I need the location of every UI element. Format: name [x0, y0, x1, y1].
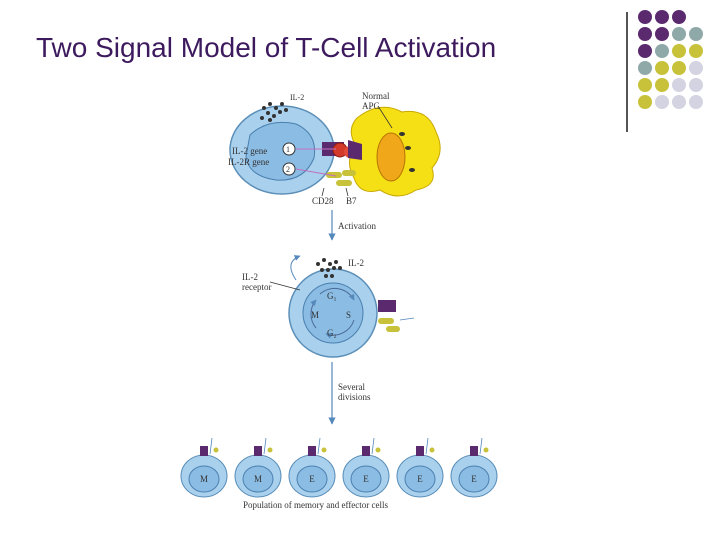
- decor-dot: [689, 95, 703, 109]
- label-phase-s: S: [346, 310, 351, 320]
- daughter-cell: E: [396, 437, 444, 498]
- label-il2-top: IL-2: [290, 93, 304, 102]
- decor-dot: [655, 61, 669, 75]
- signal-circles: [282, 142, 296, 176]
- label-phase-g1: G₁: [327, 291, 337, 301]
- decor-dot: [689, 78, 703, 92]
- il2-cluster-top: [260, 102, 288, 122]
- label-b7: B7: [346, 196, 357, 206]
- il2-cluster-mid: [316, 258, 342, 278]
- daughter-cell-label: E: [363, 474, 369, 484]
- daughter-cell: M: [180, 437, 228, 498]
- label-phase-g2: G₂: [327, 328, 337, 338]
- decor-dot: [672, 44, 686, 58]
- decor-dot: [672, 95, 686, 109]
- label-population: Population of memory and effector cells: [243, 500, 389, 510]
- slide-title: Two Signal Model of T-Cell Activation: [36, 32, 497, 63]
- apc-cell: [349, 106, 441, 197]
- decor-dot: [672, 27, 686, 41]
- decor-dot: [672, 10, 686, 24]
- decor-dot: [638, 61, 652, 75]
- daughter-cell: E: [288, 437, 336, 498]
- decor-dot: [638, 10, 652, 24]
- label-phase-m: M: [311, 310, 319, 320]
- decor-dot: [672, 61, 686, 75]
- daughter-cell: E: [450, 437, 498, 498]
- label-il2r-gene: IL-2R gene: [228, 157, 269, 167]
- daughter-cell-label: M: [200, 474, 208, 484]
- daughter-cell-label: E: [471, 474, 477, 484]
- receptor-mid: [378, 300, 400, 332]
- decor-dot: [655, 27, 669, 41]
- decor-dot: [655, 78, 669, 92]
- decor-dot: [689, 61, 703, 75]
- decor-dot: [655, 10, 669, 24]
- decor-dot: [638, 27, 652, 41]
- divider-line: [626, 12, 628, 132]
- daughter-cell: E: [342, 437, 390, 498]
- label-il2-gene: IL-2 gene: [232, 146, 267, 156]
- daughter-cell-label: E: [309, 474, 315, 484]
- daughter-cell-label: E: [417, 474, 423, 484]
- decor-dot: [638, 44, 652, 58]
- decor-dot: [689, 27, 703, 41]
- t-cell-resting: [229, 105, 335, 195]
- label-il2-mid: IL-2: [348, 258, 364, 268]
- cd28-b7-pair: [326, 170, 356, 186]
- t-cell-activated: [288, 268, 378, 358]
- label-cd28: CD28: [312, 196, 334, 206]
- label-signal-1: 1: [286, 145, 290, 154]
- label-signal-2: 2: [286, 165, 290, 174]
- decor-dot: [638, 78, 652, 92]
- decor-dot: [655, 95, 669, 109]
- decor-dot: [689, 44, 703, 58]
- decor-dot: [672, 78, 686, 92]
- daughter-cell: M: [234, 437, 282, 498]
- label-activation: Activation: [338, 221, 376, 231]
- decor-dot: [638, 95, 652, 109]
- decor-dot: [655, 44, 669, 58]
- daughter-cell-label: M: [254, 474, 262, 484]
